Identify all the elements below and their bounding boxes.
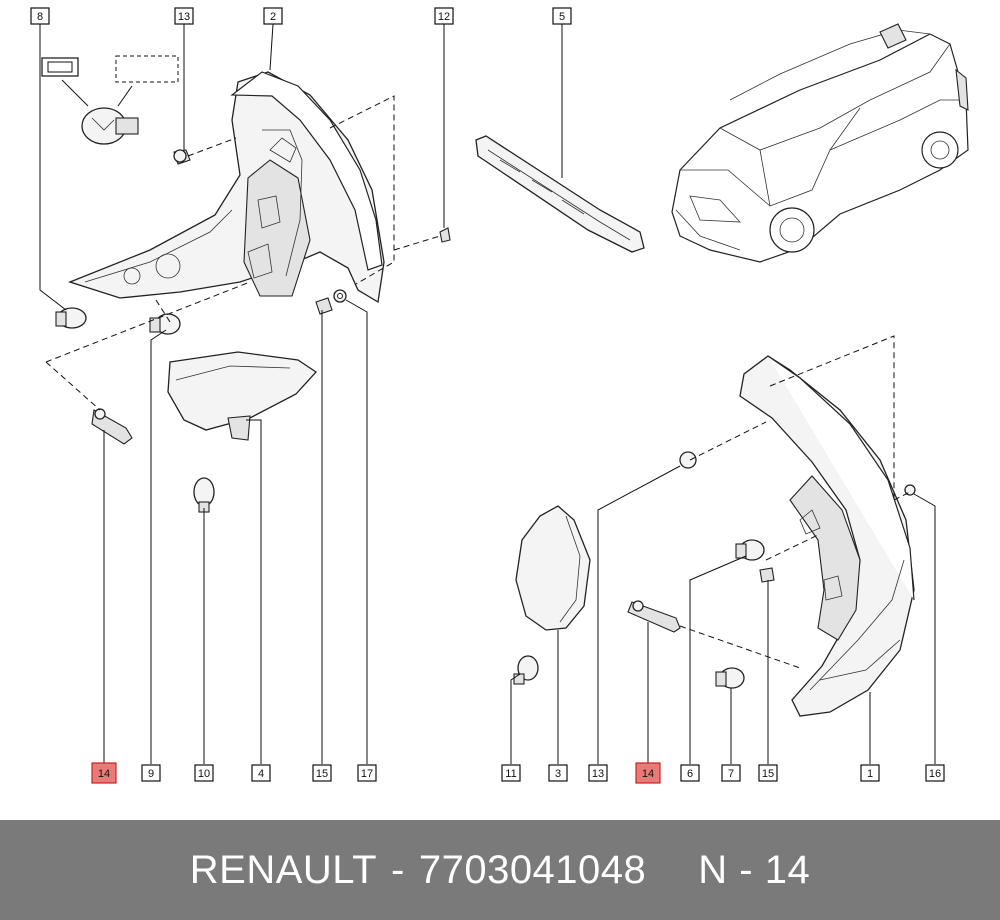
tail-lamp-lower-right xyxy=(739,355,915,717)
small-parts-lower-right xyxy=(627,451,916,689)
callout-label: 8 xyxy=(37,11,43,23)
callout-9: 9 xyxy=(141,764,161,782)
third-brake-light-5 xyxy=(475,135,645,253)
callout-label: 11 xyxy=(505,768,516,780)
callout-label: 12 xyxy=(438,11,450,23)
callout-label: 9 xyxy=(148,768,154,780)
leader-lines xyxy=(39,23,936,764)
callout-label: 3 xyxy=(555,768,561,780)
callout-13: 13 xyxy=(588,764,608,782)
bulb-reference-icons xyxy=(41,55,179,145)
callout-label: 10 xyxy=(198,768,210,780)
indicator-lens-3 xyxy=(513,505,591,685)
indicator-lens-4 xyxy=(167,351,317,513)
callout-label: 13 xyxy=(592,768,604,780)
callout-label: 6 xyxy=(687,768,693,780)
callout-14-highlighted: 14 xyxy=(635,762,661,784)
callout-11: 11 xyxy=(501,764,521,782)
separator: - xyxy=(391,847,405,892)
part-number-footer: RENAULT - 7703041048 N - 14 xyxy=(0,820,1000,920)
small-parts-upper-left xyxy=(55,149,451,445)
assembly-dashes-upper xyxy=(45,95,441,411)
callout-12: 12 xyxy=(434,7,454,25)
callout-16: 16 xyxy=(925,764,945,782)
callout-label: 15 xyxy=(762,768,774,780)
part-number: 7703041048 xyxy=(418,847,647,892)
callout-label: 2 xyxy=(270,11,276,23)
callout-label: 14 xyxy=(642,768,654,780)
brand-name: RENAULT xyxy=(189,847,377,892)
callout-15: 15 xyxy=(312,764,332,782)
callout-1: 1 xyxy=(860,764,880,782)
callout-label: 5 xyxy=(559,11,565,23)
callout-2: 2 xyxy=(263,7,283,25)
callout-label: 4 xyxy=(258,768,264,780)
callout-13: 13 xyxy=(174,7,194,25)
callout-4: 4 xyxy=(251,764,271,782)
callout-7: 7 xyxy=(721,764,741,782)
callout-label: 1 xyxy=(867,768,873,780)
exploded-parts-diagram: 8 13 2 12 5 14 9 10 4 15 17 11 3 13 14 6 xyxy=(30,7,969,784)
callout-label: 14 xyxy=(98,768,110,780)
callout-label: 15 xyxy=(316,768,328,780)
callout-3: 3 xyxy=(548,764,568,782)
callout-8: 8 xyxy=(30,7,50,25)
callout-label: 13 xyxy=(178,11,190,23)
callout-10: 10 xyxy=(194,764,214,782)
car-illustration xyxy=(671,23,969,263)
callout-5: 5 xyxy=(552,7,572,25)
assembly-dashes-lower xyxy=(679,335,911,669)
callout-label: 7 xyxy=(728,768,734,780)
callout-17: 17 xyxy=(357,764,377,782)
callout-6: 6 xyxy=(680,764,700,782)
tail-lamp-upper-left xyxy=(68,71,385,304)
callout-15: 15 xyxy=(758,764,778,782)
callout-14-highlighted: 14 xyxy=(91,762,117,784)
callout-label: 17 xyxy=(361,768,373,780)
callout-label: 16 xyxy=(929,768,941,780)
reference-number: N - 14 xyxy=(698,847,811,892)
